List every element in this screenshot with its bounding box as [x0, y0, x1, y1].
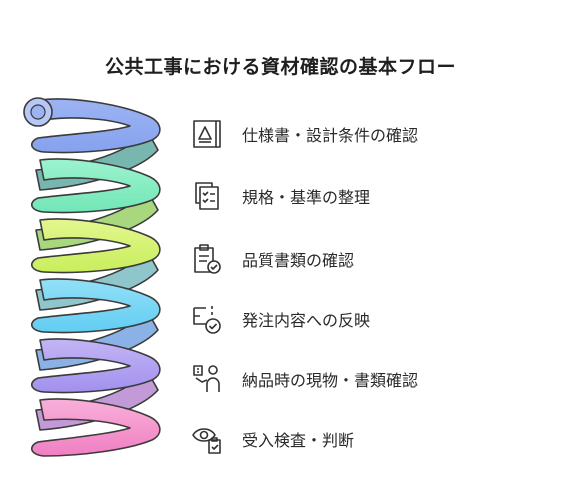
step-2: 規格・基準の整理	[190, 179, 370, 213]
coil-band-1	[31, 98, 161, 154]
step-2-label: 規格・基準の整理	[242, 188, 371, 207]
spiral-graphic	[23, 97, 161, 457]
step-5-label: 納品時の現物・書類確認	[242, 371, 419, 390]
coil-band-5	[31, 338, 161, 394]
inspection-eye-icon	[192, 428, 221, 454]
step-4-label: 発注内容への反映	[242, 311, 371, 330]
clipboard-check-icon	[194, 244, 221, 274]
order-check-icon	[193, 306, 221, 334]
step-3: 品質書類の確認	[190, 242, 354, 276]
step-4: 発注内容への反映	[190, 302, 370, 336]
coil-band-4	[31, 278, 161, 334]
step-1-label: 仕様書・設計条件の確認	[242, 126, 419, 145]
step-1: 仕様書・設計条件の確認	[190, 117, 418, 151]
delivery-inspection-icon	[193, 365, 220, 392]
coil-band-6	[31, 398, 161, 457]
step-6-label: 受入検査・判断	[242, 431, 355, 450]
checklist-documents-icon	[195, 182, 219, 210]
step-5: 納品時の現物・書類確認	[190, 362, 418, 396]
flow-title: 公共工事における資材確認の基本フロー	[105, 56, 457, 78]
coil-band-3	[31, 218, 161, 274]
coil-band-2	[31, 158, 161, 214]
blueprint-icon	[193, 120, 221, 148]
step-3-label: 品質書類の確認	[242, 251, 355, 270]
step-6: 受入検査・判断	[190, 422, 354, 456]
